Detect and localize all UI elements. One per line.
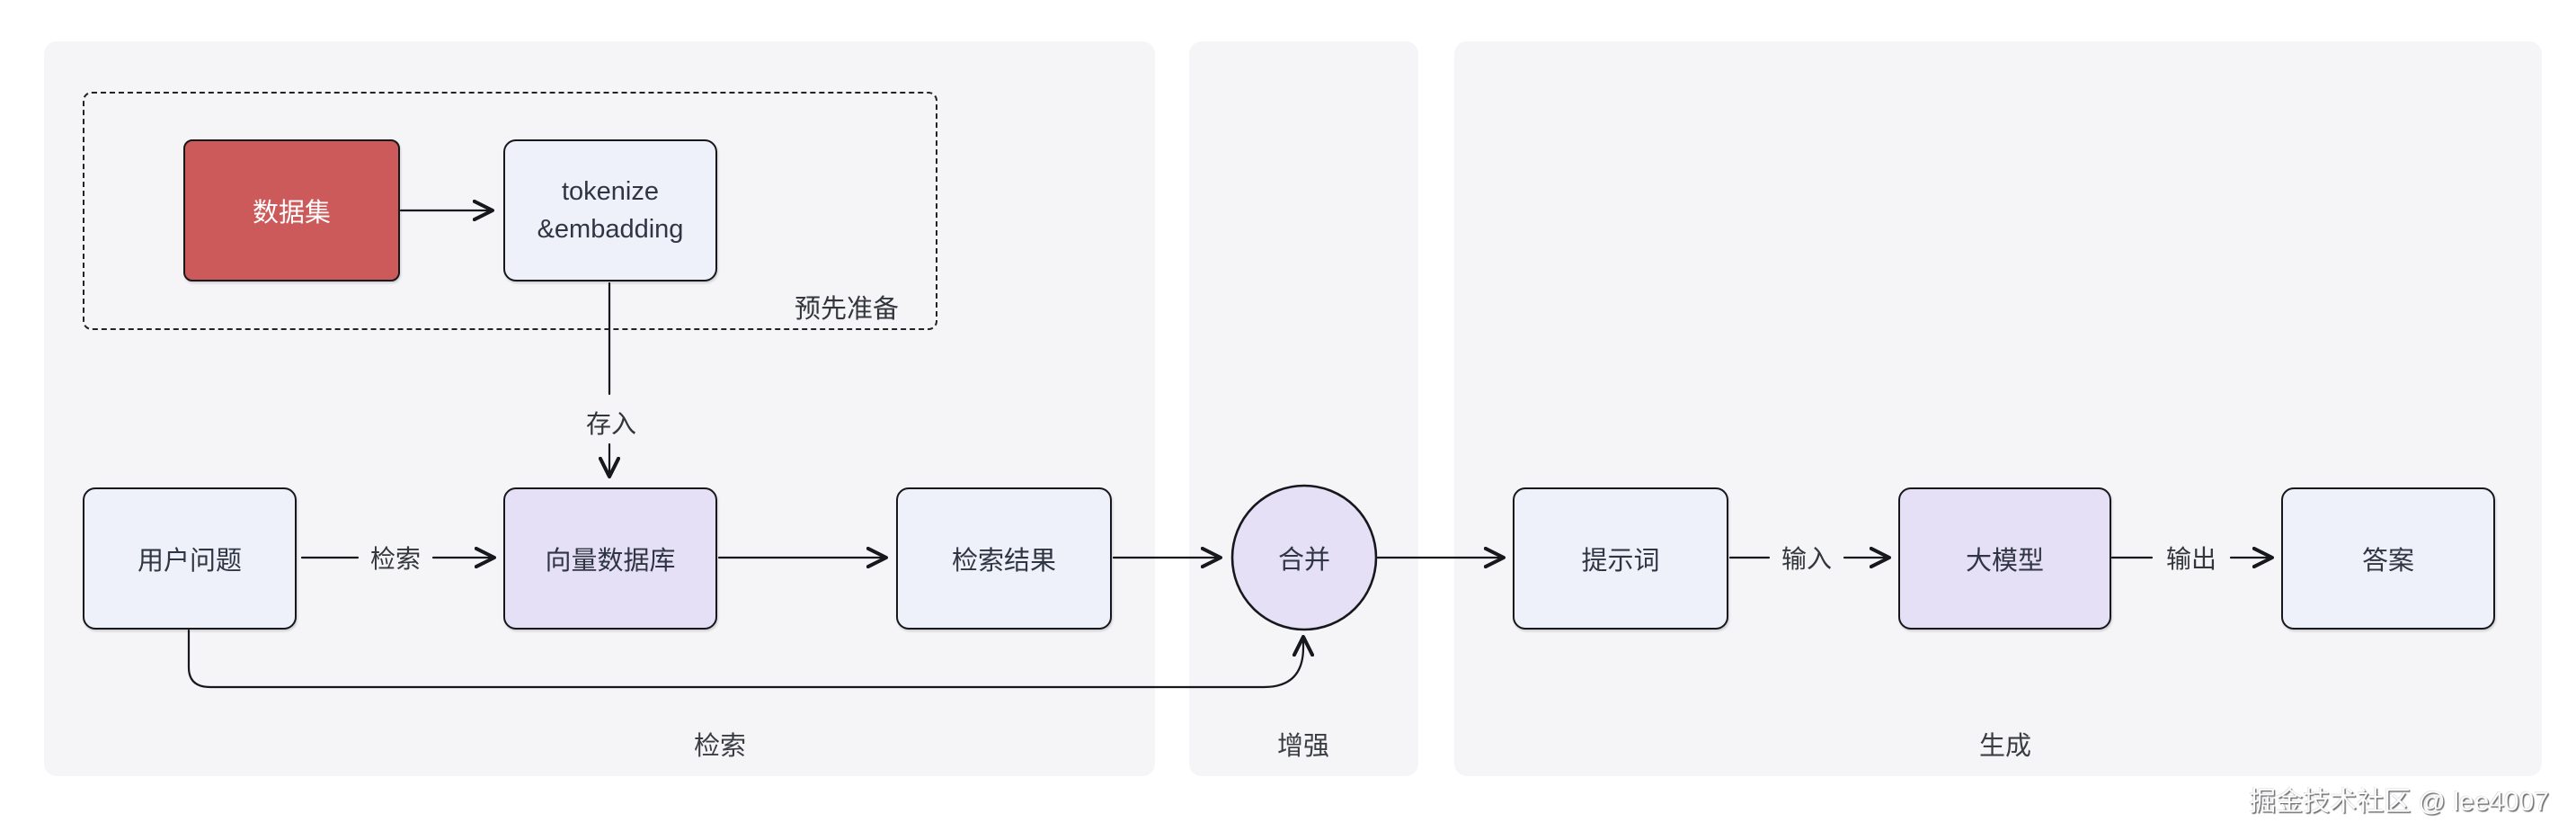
node-retrieval-result-label: 检索结果	[951, 547, 1056, 576]
node-merge-label: 合并	[1277, 546, 1331, 575]
node-dataset: 数据集	[183, 139, 400, 281]
section-label-retrieval: 检索	[693, 732, 747, 761]
node-llm: 大模型	[1898, 487, 2111, 630]
node-answer-label: 答案	[2361, 547, 2414, 576]
node-user-question-label: 用户问题	[137, 547, 242, 576]
node-llm-label: 大模型	[1965, 547, 2044, 576]
node-vector-db: 向量数据库	[503, 487, 717, 630]
node-prompt: 提示词	[1513, 487, 1728, 630]
node-dataset-label: 数据集	[252, 199, 331, 228]
edge-label-input: 输入	[1781, 545, 1833, 573]
edge-label-store: 存入	[585, 410, 637, 438]
panel-augmentation	[1189, 41, 1418, 776]
panel-generation	[1454, 41, 2542, 776]
node-prompt-label: 提示词	[1581, 547, 1660, 576]
node-tokenize-embedding-label: tokenize &embadding	[537, 177, 684, 244]
section-label-augmentation: 增强	[1276, 732, 1330, 761]
node-tokenize-embedding: tokenize &embadding	[503, 139, 717, 281]
node-vector-db-label: 向量数据库	[545, 547, 676, 576]
watermark-text: 掘金技术社区 @ lee4007	[2249, 787, 2549, 817]
node-retrieval-result: 检索结果	[896, 487, 1112, 630]
prep-group-frame	[83, 92, 937, 330]
edge-label-output: 输出	[2165, 545, 2217, 573]
prep-group-label: 预先准备	[795, 295, 900, 324]
node-user-question: 用户问题	[83, 487, 297, 630]
section-label-generation: 生成	[1978, 732, 2032, 761]
edge-label-retrieve: 检索	[369, 545, 422, 573]
node-answer: 答案	[2281, 487, 2495, 630]
